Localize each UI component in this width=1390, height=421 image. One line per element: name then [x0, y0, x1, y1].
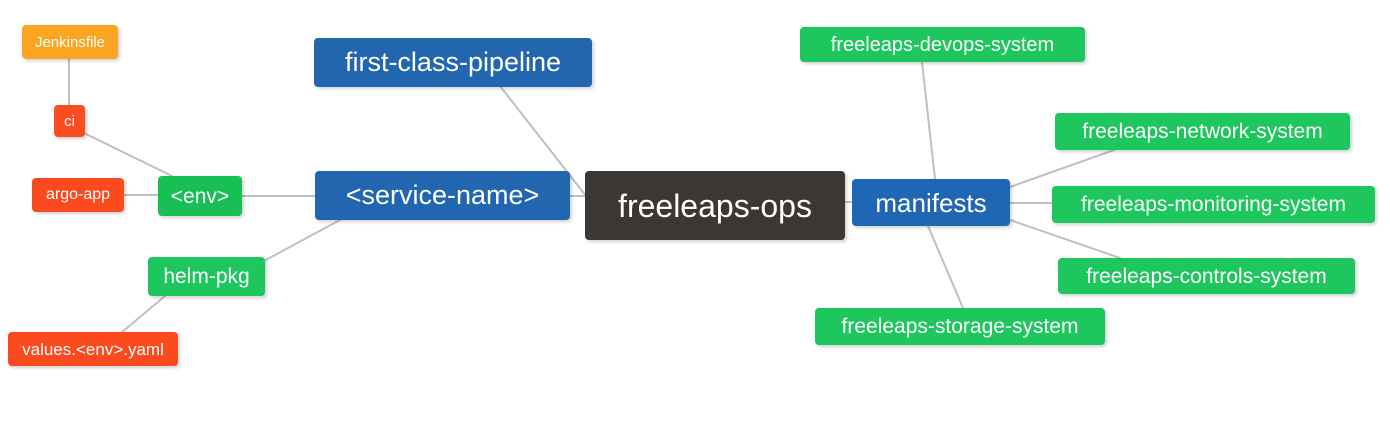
- node-label-manifests: manifests: [875, 187, 987, 218]
- node-env[interactable]: <env>: [158, 176, 242, 216]
- node-label-values-yaml: values.<env>.yaml: [22, 339, 164, 359]
- node-jenkinsfile[interactable]: Jenkinsfile: [22, 25, 118, 59]
- node-label-first-class-pipeline: first-class-pipeline: [344, 47, 562, 77]
- node-label-freeleaps-controls-system: freeleaps-controls-system: [1086, 264, 1327, 288]
- node-label-ci: ci: [64, 112, 75, 130]
- edge-manifests-devops-system: [921, 61, 936, 180]
- node-freeleaps-network-system[interactable]: freeleaps-network-system: [1055, 113, 1350, 150]
- node-label-service-name: <service-name>: [345, 180, 540, 210]
- node-first-class-pipeline[interactable]: first-class-pipeline: [314, 38, 592, 87]
- node-helm-pkg[interactable]: helm-pkg: [148, 257, 265, 296]
- edge-helm-pkg-values-yaml: [120, 295, 166, 334]
- node-values-yaml[interactable]: values.<env>.yaml: [8, 332, 178, 366]
- edge-manifests-storage-system: [927, 225, 964, 309]
- node-label-freeleaps-network-system: freeleaps-network-system: [1082, 120, 1323, 143]
- edge-manifests-network-system: [1009, 149, 1115, 188]
- node-label-argo-app: argo-app: [45, 186, 111, 203]
- node-ci[interactable]: ci: [54, 105, 85, 137]
- node-label-jenkinsfile: Jenkinsfile: [34, 33, 106, 51]
- node-service-name[interactable]: <service-name>: [315, 171, 570, 220]
- edge-manifests-controls-system: [1009, 219, 1121, 259]
- node-label-freeleaps-devops-system: freeleaps-devops-system: [830, 33, 1055, 56]
- node-label-freeleaps-ops: freeleaps-ops: [618, 187, 812, 224]
- edge-env-ci: [83, 132, 173, 177]
- node-freeleaps-ops[interactable]: freeleaps-ops: [585, 171, 845, 240]
- node-argo-app[interactable]: argo-app: [32, 178, 124, 212]
- node-freeleaps-storage-system[interactable]: freeleaps-storage-system: [815, 308, 1105, 345]
- node-label-helm-pkg: helm-pkg: [163, 265, 250, 288]
- edge-service-name-helm-pkg: [261, 219, 341, 263]
- node-freeleaps-controls-system[interactable]: freeleaps-controls-system: [1058, 258, 1355, 294]
- node-freeleaps-monitoring-system[interactable]: freeleaps-monitoring-system: [1052, 186, 1375, 223]
- node-label-freeleaps-monitoring-system: freeleaps-monitoring-system: [1081, 193, 1346, 216]
- node-label-freeleaps-storage-system: freeleaps-storage-system: [841, 315, 1079, 338]
- node-label-env: <env>: [170, 184, 230, 208]
- node-manifests[interactable]: manifests: [852, 179, 1010, 226]
- node-freeleaps-devops-system[interactable]: freeleaps-devops-system: [800, 27, 1085, 62]
